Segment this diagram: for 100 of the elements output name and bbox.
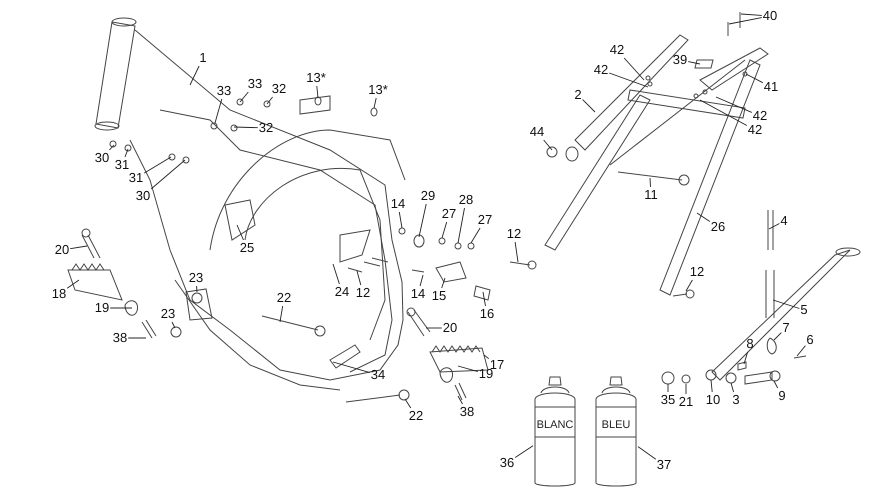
callout-number: 22	[276, 291, 292, 305]
callout-number: 3	[732, 393, 740, 407]
leader-line	[124, 148, 128, 158]
leader-line	[144, 156, 172, 174]
callout-number: 23	[160, 307, 176, 321]
leader-line	[746, 74, 764, 84]
callout-number: 27	[442, 207, 456, 221]
leader-line	[332, 362, 370, 374]
spray-can	[594, 375, 638, 487]
leader-line	[70, 246, 88, 250]
leader-line	[638, 446, 656, 460]
leader-line	[458, 366, 478, 372]
callout-number: 27	[478, 213, 492, 227]
leader-line	[458, 396, 463, 404]
callout-number: 13*	[368, 83, 388, 97]
leader-line	[404, 398, 412, 408]
callout-number: 20	[54, 243, 70, 257]
leader-line	[356, 270, 362, 286]
callout-number: 31	[128, 171, 144, 185]
callout-number: 34	[370, 368, 386, 382]
callout-number: 6	[806, 333, 814, 347]
leader-line	[772, 300, 800, 309]
callout-number: 37	[656, 458, 672, 472]
leader-line	[543, 140, 552, 150]
leader-line	[236, 224, 244, 240]
leader-line	[688, 61, 700, 64]
leader-line	[240, 92, 249, 102]
callout-number: 33	[216, 84, 232, 98]
can-label: BLEU	[600, 419, 632, 431]
callout-number: 32	[272, 82, 286, 96]
callout-number: 33	[248, 77, 262, 91]
leader-line	[710, 380, 713, 392]
callout-number: 18	[52, 287, 66, 301]
callout-number: 31	[114, 158, 130, 172]
leader-line	[774, 380, 778, 388]
can-label: BLANC	[536, 419, 574, 431]
callout-number: 42	[610, 43, 624, 57]
callout-number: 12	[356, 286, 370, 300]
callout-number: 5	[800, 303, 808, 317]
leader-line	[420, 274, 424, 286]
leader-line	[398, 212, 402, 228]
spray-can	[533, 375, 577, 487]
callout-number: 42	[594, 63, 608, 77]
leader-line	[716, 96, 752, 113]
leader-line	[774, 332, 782, 340]
leader-line	[441, 278, 446, 288]
callout-number: 1	[199, 51, 207, 65]
callout-number: 10	[706, 393, 720, 407]
leader-line	[744, 352, 748, 364]
callout-number: 12	[690, 265, 704, 279]
leader-line	[484, 354, 490, 360]
leader-line	[696, 212, 710, 222]
callout-number: 22	[408, 409, 424, 423]
callout-number: 21	[678, 395, 694, 409]
callout-number: 11	[644, 188, 658, 202]
callout-number: 36	[500, 456, 514, 470]
leader-line	[768, 223, 780, 230]
leader-line	[514, 445, 534, 458]
leader-line	[582, 99, 596, 112]
leader-line	[266, 96, 274, 104]
leader-line	[470, 228, 481, 244]
callout-number: 24	[334, 285, 350, 299]
leader-line	[686, 280, 693, 292]
leader-line	[190, 66, 200, 86]
callout-number: 35	[660, 393, 676, 407]
leader-line	[374, 98, 377, 108]
leader-line	[624, 58, 644, 80]
callout-number: 42	[752, 109, 768, 123]
callout-number: 41	[764, 80, 778, 94]
leader-line	[234, 126, 258, 128]
leader-line	[514, 242, 518, 262]
leader-line	[214, 98, 222, 124]
callout-number: 19	[478, 367, 494, 381]
callout-number: 13*	[306, 71, 326, 85]
leader-line	[730, 382, 734, 392]
callout-number: 39	[672, 53, 688, 67]
leader-line	[196, 286, 198, 292]
callout-number: 12	[506, 227, 522, 241]
callout-number: 40	[762, 9, 778, 23]
leader-line	[280, 306, 284, 322]
leader-line	[482, 292, 486, 306]
leader-line	[66, 280, 80, 289]
callout-number: 14	[410, 287, 426, 301]
leader-line	[650, 178, 651, 188]
callout-number: 42	[748, 123, 762, 137]
callout-number: 8	[746, 337, 754, 351]
callout-number: 9	[778, 389, 786, 403]
leader-line	[442, 222, 448, 238]
leader-line	[796, 345, 806, 356]
callout-number: 7	[782, 321, 790, 335]
callout-number: 25	[240, 241, 254, 255]
leader-line	[740, 14, 762, 16]
leader-line	[150, 160, 186, 190]
callout-number: 38	[460, 405, 474, 419]
callout-number: 28	[458, 193, 474, 207]
leader-line	[108, 144, 114, 150]
callout-number: 32	[258, 121, 274, 135]
callout-number: 44	[530, 125, 544, 139]
callout-number: 23	[188, 271, 204, 285]
leader-line	[332, 264, 340, 284]
